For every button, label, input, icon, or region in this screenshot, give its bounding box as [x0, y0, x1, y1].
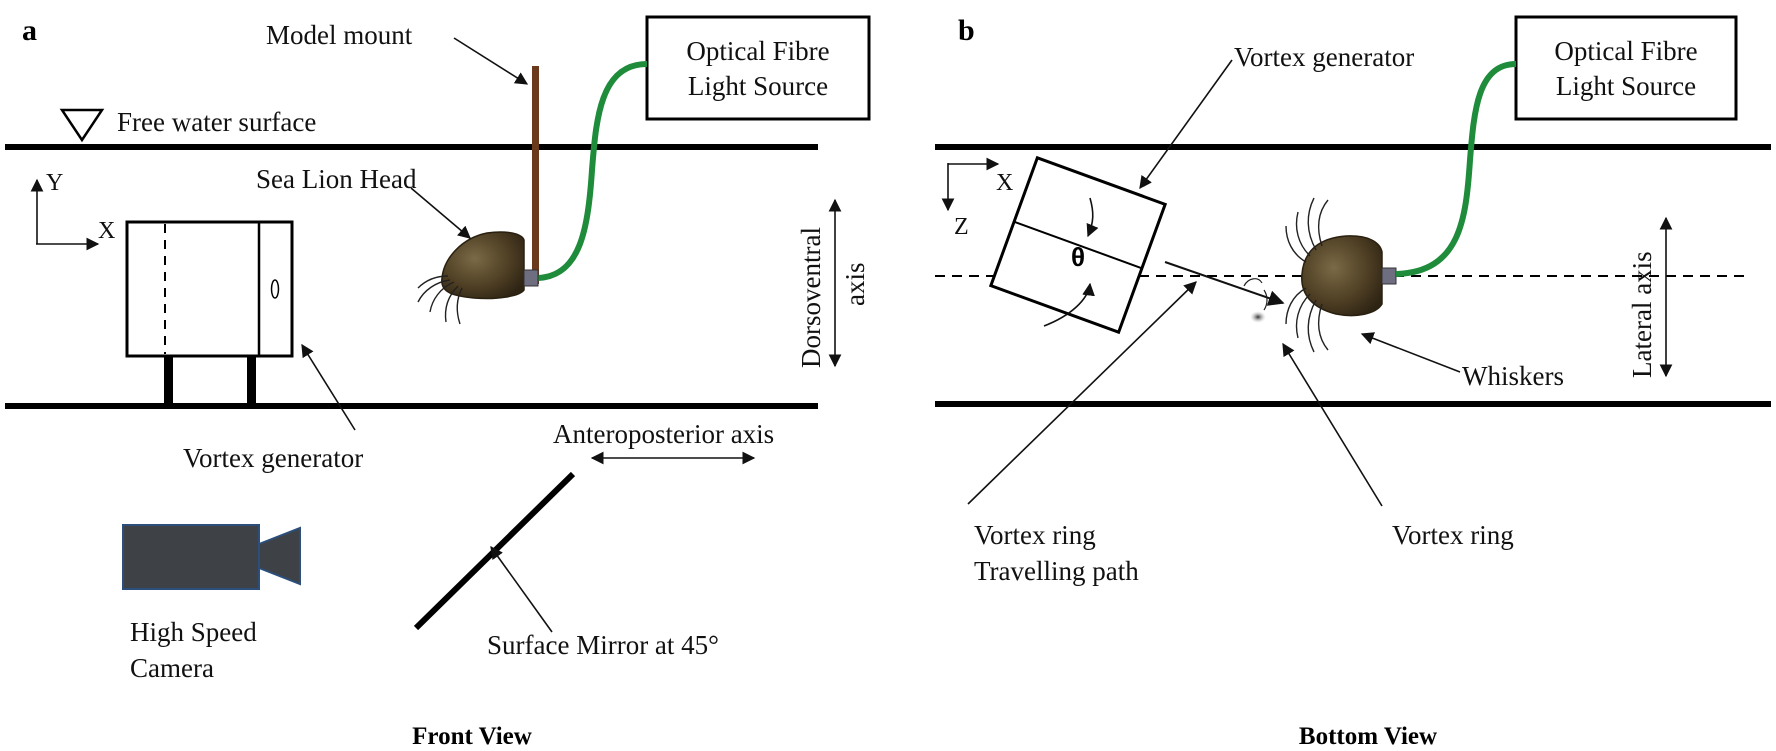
ring-path-pointer [967, 281, 1197, 505]
theta-label: θ [1071, 242, 1085, 272]
model-mount-label: Model mount [266, 20, 413, 50]
x-axis-label-b: X [996, 170, 1013, 196]
head-connector-a [523, 269, 539, 287]
sea-lion-head-front [417, 231, 539, 325]
whiskers-label: Whiskers [1462, 361, 1564, 391]
vortex-generator-leg-left [164, 357, 173, 404]
lateral-axis-label: Lateral axis [1627, 251, 1657, 378]
anteroposterior-axis-label: Anteroposterior axis [553, 419, 774, 449]
vortex-generator-orifice [270, 279, 280, 299]
z-axis-label: Z [954, 214, 969, 240]
panel-b-letter: b [958, 14, 975, 47]
sea-lion-head-bottom [1285, 197, 1397, 353]
vortex-ring-curl-right [1263, 289, 1268, 311]
sea-lion-head-pointer [410, 187, 471, 239]
whiskers-front [417, 275, 463, 325]
light-source-box-b [1514, 15, 1738, 121]
vortex-generator-label-a: Vortex generator [183, 443, 363, 473]
vortex-ring-blob [1250, 311, 1266, 323]
vortex-ring-curl-top [1243, 278, 1263, 287]
vortex-generator-body [125, 220, 294, 358]
light-source-label-a-line2: Light Source [688, 71, 828, 101]
model-mount-pointer [453, 37, 529, 85]
vortex-ring-travel-arrow [1164, 261, 1285, 306]
light-source-box-a [645, 15, 871, 121]
sea-lion-head-shape [441, 231, 525, 300]
vortex-ring-pointer [1282, 342, 1383, 507]
panel-a-letter: a [22, 14, 37, 47]
mirror-pointer [490, 545, 553, 633]
camera-label-line1: High Speed [130, 617, 257, 647]
free-surface-label: Free water surface [117, 107, 316, 137]
vortex-generator-pointer-a [301, 343, 356, 431]
x-axis-label-a: X [98, 218, 115, 244]
free-surface-symbol-icon [59, 108, 105, 143]
theta-arc-upper [1086, 197, 1099, 238]
camera-lens-icon [258, 526, 301, 586]
vortex-generator-label-b: Vortex generator [1234, 42, 1414, 72]
vortex-generator-axis-line [1013, 220, 1143, 270]
whiskers-bottom [1285, 197, 1329, 353]
panel-b-caption: Bottom View [1299, 723, 1437, 750]
high-speed-camera [122, 524, 301, 590]
ring-path-label-line2: Travelling path [974, 556, 1139, 586]
vortex-generator-front [125, 220, 294, 404]
ring-path-label-line1: Vortex ring [974, 520, 1096, 550]
vortex-generator-leg-right [247, 357, 256, 404]
panel-a-front-view: a Free water surface Y X Vortex generato… [5, 14, 871, 750]
light-source-label-a-line1: Optical Fibre [686, 36, 829, 66]
camera-body [122, 524, 260, 590]
y-axis-label: Y [46, 170, 63, 196]
vortex-ring-shape [1243, 278, 1268, 323]
light-source-label-b-line1: Optical Fibre [1554, 36, 1697, 66]
dorsoventral-axis-label-line1: Dorsoventral [796, 227, 826, 368]
head-connector-b [1381, 267, 1397, 285]
vortex-generator-rotated [988, 155, 1168, 335]
whiskers-pointer [1360, 332, 1461, 373]
vortex-ring-label: Vortex ring [1392, 520, 1514, 550]
camera-label-line2: Camera [130, 653, 214, 683]
sea-lion-head-label: Sea Lion Head [256, 164, 417, 194]
optical-fibre-b [1395, 61, 1517, 277]
model-mount-rod [532, 66, 539, 284]
theta-arc-lower [1043, 282, 1095, 327]
dorsoventral-axis-label-line2: axis [840, 263, 870, 307]
light-source-label-b-line2: Light Source [1556, 71, 1696, 101]
panel-b-bottom-view: b X Z θ Vortex generator [935, 14, 1771, 750]
mirror-label: Surface Mirror at 45° [487, 630, 719, 660]
panel-a-caption: Front View [412, 723, 532, 750]
vortex-generator-pointer-b [1139, 59, 1233, 190]
optical-fibre-a [537, 61, 648, 281]
